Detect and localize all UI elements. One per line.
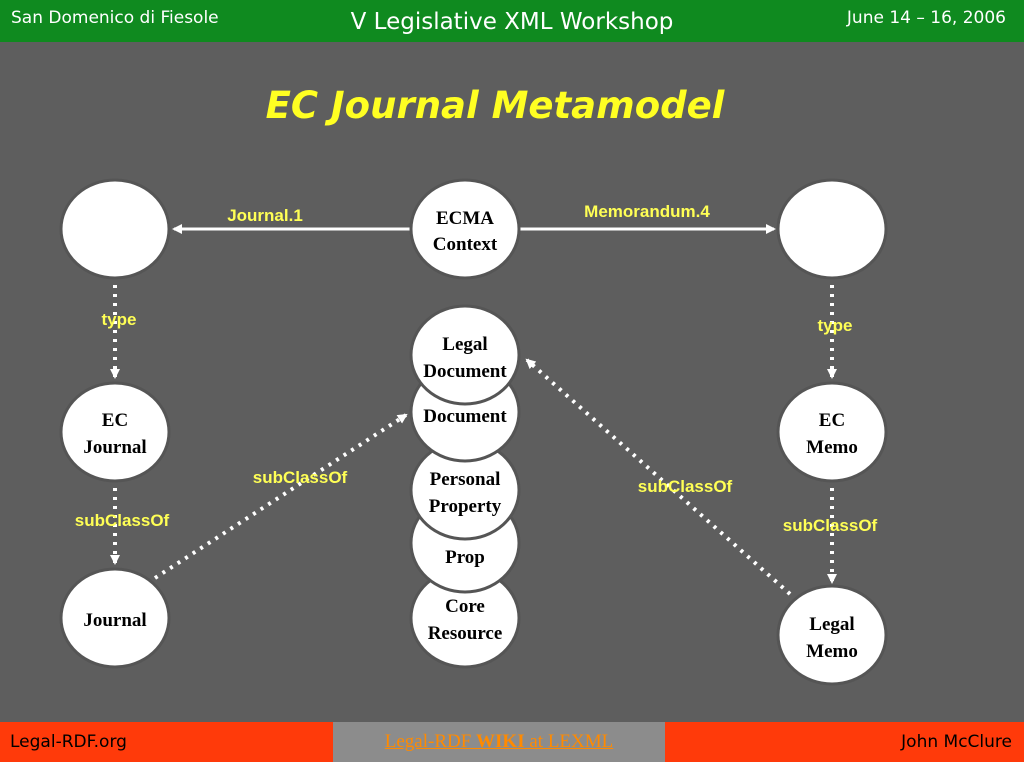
- edge-label-journal-1: Journal.1: [227, 206, 303, 225]
- header-bar: San Domenico di Fiesole V Legislative XM…: [0, 0, 1024, 42]
- node-blank-left: [59, 178, 171, 280]
- node-ec-journal: EC Journal: [59, 381, 171, 483]
- node-core-resource-line1: Core: [445, 596, 485, 617]
- edge-label-subclass-left-vertical: subClassOf: [75, 511, 170, 530]
- node-legal-memo-line1: Legal: [809, 614, 854, 635]
- footer-link-part2: at LEXML: [524, 731, 614, 752]
- header-location: San Domenico di Fiesole: [11, 8, 219, 28]
- footer-author: John McClure: [901, 732, 1012, 752]
- node-ec-memo: EC Memo: [776, 381, 888, 483]
- node-ec-journal-line2: Journal: [83, 437, 146, 458]
- footer-site: Legal-RDF.org: [10, 732, 127, 752]
- footer-wiki-link[interactable]: Legal-RDF WIKI at LEXML: [333, 722, 665, 762]
- node-legal-document-line1: Legal: [442, 334, 487, 355]
- footer-link-part1: Legal-RDF: [384, 731, 477, 752]
- node-prop-label: Prop: [445, 547, 485, 568]
- node-blank-right: [776, 178, 888, 280]
- node-ecma-context-line2: Context: [433, 234, 498, 255]
- edge-label-subclass-right-vertical: subClassOf: [783, 516, 878, 535]
- node-ecma-context-line1: ECMA: [436, 208, 494, 229]
- edge-subclass-left-diagonal: [153, 413, 408, 580]
- node-ec-memo-line2: Memo: [806, 437, 858, 458]
- edge-label-type-left: type: [102, 310, 137, 329]
- node-personal-property-line2: Property: [429, 496, 502, 517]
- node-ec-memo-line1: EC: [819, 410, 845, 431]
- header-workshop-title: V Legislative XML Workshop: [350, 9, 674, 35]
- header-date: June 14 – 16, 2006: [846, 8, 1006, 28]
- node-legal-memo: Legal Memo: [776, 584, 888, 686]
- edge-label-memorandum-4: Memorandum.4: [584, 202, 710, 221]
- slide-title: EC Journal Metamodel: [265, 84, 725, 127]
- metamodel-diagram: Core Resource Prop Personal Property Doc…: [59, 178, 888, 686]
- edge-label-subclass-left-diagonal: subClassOf: [253, 468, 348, 487]
- node-legal-document: Legal Document: [409, 304, 521, 406]
- node-core-resource-line2: Resource: [428, 623, 503, 644]
- node-journal: Journal: [59, 567, 171, 669]
- node-personal-property: Personal Property: [409, 439, 521, 541]
- node-ec-journal-line1: EC: [102, 410, 128, 431]
- node-legal-document-line2: Document: [423, 361, 507, 382]
- edge-label-type-right: type: [818, 316, 853, 335]
- node-journal-label: Journal: [83, 610, 146, 631]
- node-personal-property-line1: Personal: [430, 469, 501, 490]
- footer-bar: Legal-RDF.org Legal-RDF WIKI at LEXML Jo…: [0, 722, 1024, 762]
- node-ecma-context: ECMA Context: [409, 178, 521, 280]
- footer-link-bold: WIKI: [476, 731, 525, 752]
- node-legal-memo-line2: Memo: [806, 641, 858, 662]
- edge-label-subclass-right-diagonal: subClassOf: [638, 477, 733, 496]
- node-document-label: Document: [423, 406, 507, 427]
